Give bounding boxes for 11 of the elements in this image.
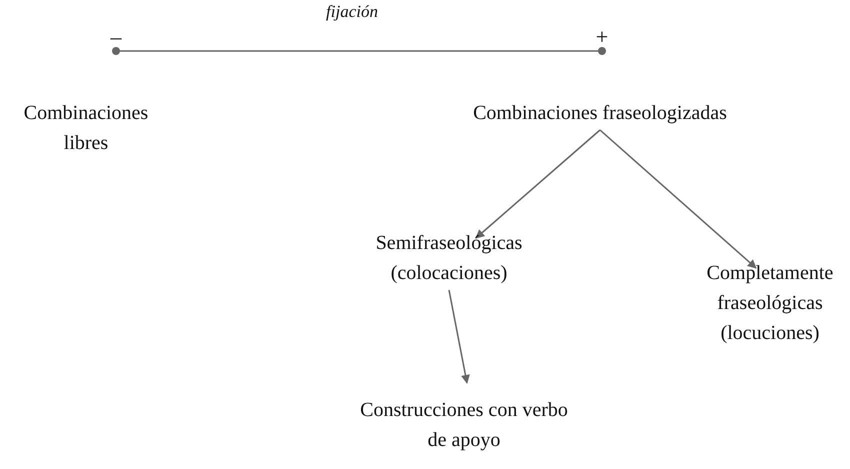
arrow [448,290,470,384]
node-text: Completamente fraseológicas (locuciones) [706,261,834,346]
node-text: Construcciones con verbo de apoyo [359,398,569,453]
node-text: Combinaciones libres [22,101,150,156]
arrow [475,129,600,239]
scale-sign: – [110,24,122,50]
scale-sign: + [596,24,608,50]
scale-label: fijación [326,2,378,22]
node-text: Combinaciones fraseologizadas [473,101,727,126]
node-text: Semifraseológicas (colocaciones) [374,231,524,286]
arrow [600,129,757,269]
